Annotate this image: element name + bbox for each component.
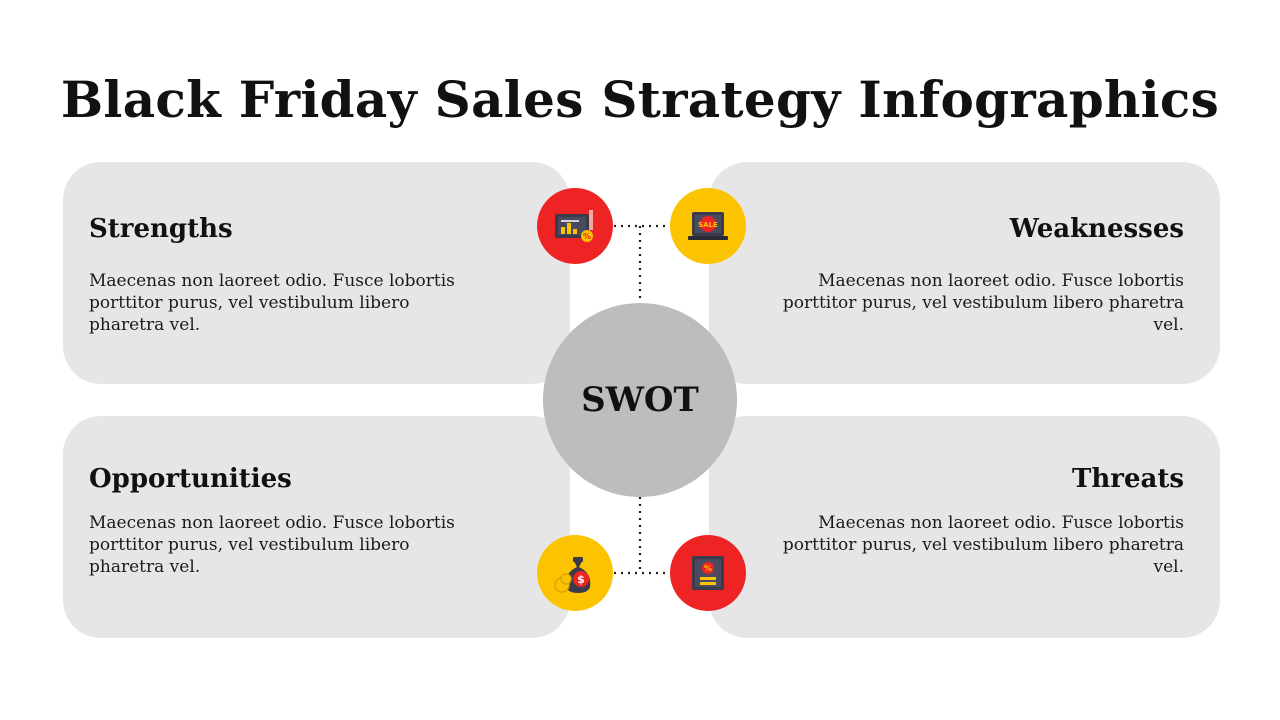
weaknesses-card: Weaknesses Maecenas non laoreet odio. Fu… [709,162,1220,384]
discount-coupon-icon: % [692,556,724,590]
threats-icon-badge: % [670,535,746,611]
svg-text:%: % [704,564,712,573]
strengths-icon-badge: % [537,188,613,264]
strengths-heading: Strengths [89,214,233,244]
weaknesses-icon-badge: SALE [670,188,746,264]
svg-text:%: % [583,232,591,241]
swot-label: SWOT [581,380,699,420]
opportunities-heading: Opportunities [89,464,292,494]
sales-chart-icon: % [555,210,593,242]
strengths-body: Maecenas non laoreet odio. Fusce loborti… [89,271,455,335]
page-title: Black Friday Sales Strategy Infographics [60,70,1220,129]
threats-card: Threats Maecenas non laoreet odio. Fusce… [709,416,1220,638]
weaknesses-heading: Weaknesses [1009,214,1184,244]
swot-circle: SWOT [543,303,737,497]
opportunities-icon-badge: $ [537,535,613,611]
laptop-sale-icon: SALE [688,212,728,240]
strengths-card: Strengths Maecenas non laoreet odio. Fus… [63,162,570,384]
sale-text: SALE [698,221,718,229]
opportunities-card: Opportunities Maecenas non laoreet odio.… [63,416,570,638]
weaknesses-body: Maecenas non laoreet odio. Fusce loborti… [782,271,1184,335]
threats-heading: Threats [1072,464,1184,494]
opportunities-body: Maecenas non laoreet odio. Fusce loborti… [89,513,455,577]
money-bag-icon: $ [554,557,591,593]
svg-text:$: $ [577,573,585,586]
threats-body: Maecenas non laoreet odio. Fusce loborti… [782,513,1184,577]
